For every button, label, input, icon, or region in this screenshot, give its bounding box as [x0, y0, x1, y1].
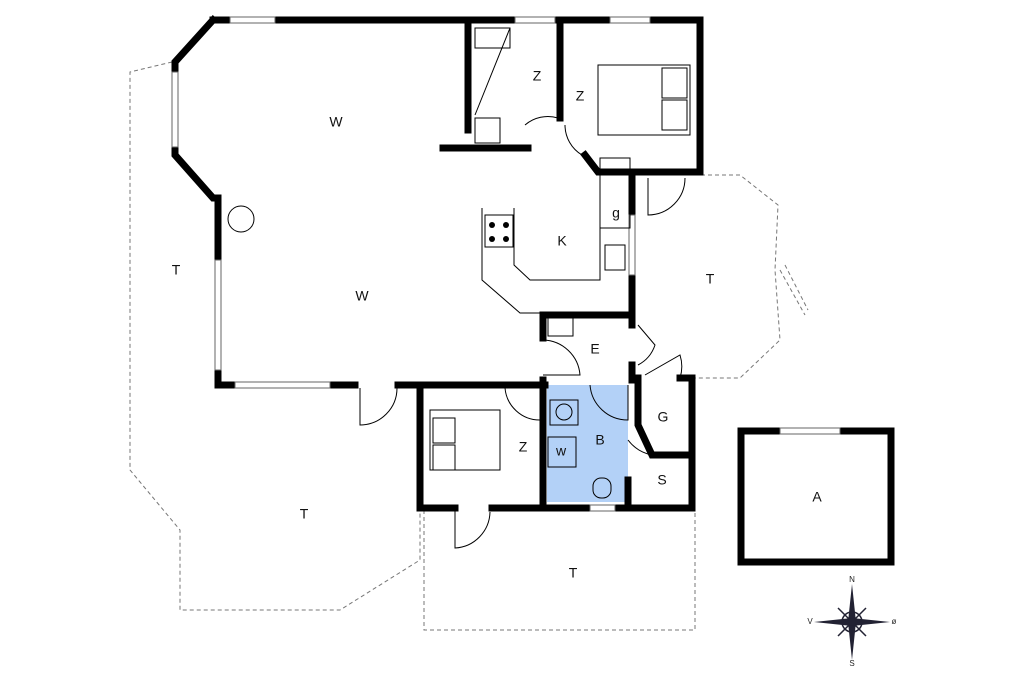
- room-living-2: W: [355, 288, 369, 304]
- room-living-1: W: [329, 114, 343, 130]
- windows: [171, 16, 841, 512]
- fixtures: [227, 27, 691, 499]
- compass-east: ø: [892, 617, 897, 626]
- terraces: [129, 61, 809, 631]
- compass-rose-icon: N V ø S: [807, 575, 896, 668]
- room-storage: S: [657, 472, 666, 488]
- room-toilet: w: [555, 443, 567, 459]
- room-bedroom-bottom: Z: [519, 439, 528, 455]
- terrace-south: T: [569, 565, 578, 581]
- doors: [359, 116, 686, 549]
- room-kitchen: K: [557, 233, 567, 249]
- terrace-east: T: [706, 271, 715, 287]
- room-bedroom-top-right: Z: [576, 88, 585, 104]
- room-kitchen-g: g: [612, 205, 620, 221]
- terrace-west: T: [172, 262, 181, 278]
- room-entry: E: [590, 341, 599, 357]
- room-bathroom: B: [595, 432, 604, 448]
- compass-north: N: [849, 575, 855, 584]
- room-annex: A: [812, 489, 822, 505]
- room-bedroom-top-left: Z: [533, 68, 542, 84]
- room-labels: W W Z Z Z K g E B w G S A T T T T: [172, 68, 823, 581]
- terrace-southwest: T: [300, 506, 309, 522]
- walls: [171, 15, 895, 566]
- compass-west: V: [807, 617, 813, 626]
- compass-south: S: [849, 659, 854, 668]
- room-g: G: [658, 409, 669, 425]
